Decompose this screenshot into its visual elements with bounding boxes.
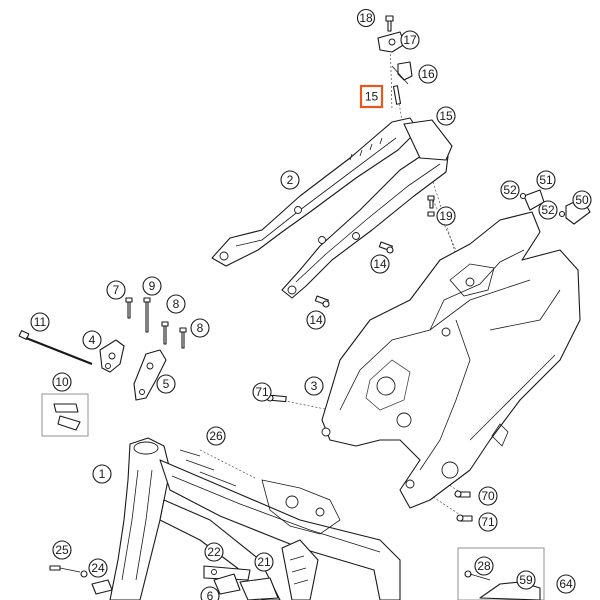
svg-text:22: 22 — [207, 545, 221, 559]
callout-10: 10 — [52, 372, 72, 392]
svg-text:71: 71 — [481, 515, 495, 529]
callouts: 18 17 16 15 15 2 19 52 — [30, 8, 592, 600]
svg-text:7: 7 — [113, 283, 120, 297]
svg-text:21: 21 — [257, 555, 271, 569]
callout-24: 24 — [88, 558, 108, 578]
main-frame-1 — [109, 437, 401, 600]
callout-22: 22 — [204, 542, 224, 562]
svg-text:14: 14 — [309, 313, 323, 327]
svg-text:51: 51 — [539, 173, 553, 187]
svg-text:59: 59 — [519, 573, 533, 587]
svg-text:11: 11 — [34, 315, 47, 329]
svg-text:14: 14 — [373, 257, 387, 271]
callout-8b: 8 — [190, 318, 210, 338]
svg-text:1: 1 — [99, 467, 106, 481]
callout-14a: 14 — [370, 254, 390, 274]
callout-6: 6 — [200, 586, 220, 600]
callout-15: 15 — [436, 106, 456, 126]
callout-9: 9 — [142, 276, 162, 296]
svg-text:4: 4 — [89, 333, 96, 347]
svg-text:9: 9 — [149, 279, 156, 293]
callout-52b: 52 — [538, 200, 558, 220]
callout-19: 19 — [436, 206, 456, 226]
svg-text:8: 8 — [197, 321, 204, 335]
screws-14 — [314, 241, 394, 308]
lower-hardware — [49, 565, 279, 600]
svg-text:50: 50 — [575, 193, 589, 207]
svg-text:5: 5 — [163, 377, 170, 391]
callout-17: 17 — [400, 30, 420, 50]
svg-text:26: 26 — [209, 429, 223, 443]
callout-18: 18 — [356, 8, 376, 28]
kit-10-inset — [41, 393, 89, 437]
brackets-4-5 — [99, 339, 167, 401]
callout-3: 3 — [304, 376, 324, 396]
svg-text:15: 15 — [365, 90, 379, 104]
callout-51: 51 — [536, 170, 556, 190]
bolts-7-8-9 — [125, 297, 187, 349]
callout-8a: 8 — [166, 294, 186, 314]
svg-text:2: 2 — [287, 173, 294, 187]
main-frame-3 — [321, 211, 581, 509]
svg-text:70: 70 — [481, 489, 495, 503]
callout-2: 2 — [280, 170, 300, 190]
top-bracket-assembly — [377, 15, 413, 105]
svg-text:25: 25 — [55, 543, 69, 557]
svg-text:52: 52 — [541, 203, 555, 217]
svg-text:19: 19 — [439, 209, 453, 223]
svg-text:6: 6 — [207, 589, 214, 600]
callout-11: 11 — [30, 312, 50, 332]
callout-71a: 71 — [252, 382, 272, 402]
callout-52a: 52 — [500, 180, 520, 200]
callout-7: 7 — [106, 280, 126, 300]
svg-text:16: 16 — [421, 67, 435, 81]
callout-25: 25 — [52, 540, 72, 560]
callout-21: 21 — [254, 552, 274, 572]
svg-text:71: 71 — [255, 385, 269, 399]
callout-5: 5 — [156, 374, 176, 394]
callout-26: 26 — [206, 426, 226, 446]
callout-14b: 14 — [306, 310, 326, 330]
callout-50: 50 — [572, 190, 592, 210]
bolt-11 — [18, 330, 93, 366]
callout-1: 1 — [92, 464, 112, 484]
svg-text:3: 3 — [311, 379, 318, 393]
callout-59: 59 — [516, 570, 536, 590]
svg-text:10: 10 — [55, 375, 69, 389]
svg-text:8: 8 — [173, 297, 180, 311]
bolt-19 — [427, 195, 435, 217]
callout-71b: 71 — [478, 512, 498, 532]
svg-text:24: 24 — [91, 561, 105, 575]
svg-text:15: 15 — [439, 109, 453, 123]
part-26 — [179, 449, 237, 487]
callout-64: 64 — [556, 574, 576, 594]
subframe-rails — [211, 117, 453, 299]
callout-70: 70 — [478, 486, 498, 506]
callout-28: 28 — [474, 556, 494, 576]
svg-text:17: 17 — [403, 33, 417, 47]
callout-16: 16 — [418, 64, 438, 84]
callout-15-highlighted: 15 — [359, 84, 384, 109]
callout-4: 4 — [82, 330, 102, 350]
svg-text:18: 18 — [359, 11, 373, 25]
svg-text:52: 52 — [503, 183, 517, 197]
svg-text:28: 28 — [477, 559, 491, 573]
svg-text:64: 64 — [559, 577, 573, 591]
